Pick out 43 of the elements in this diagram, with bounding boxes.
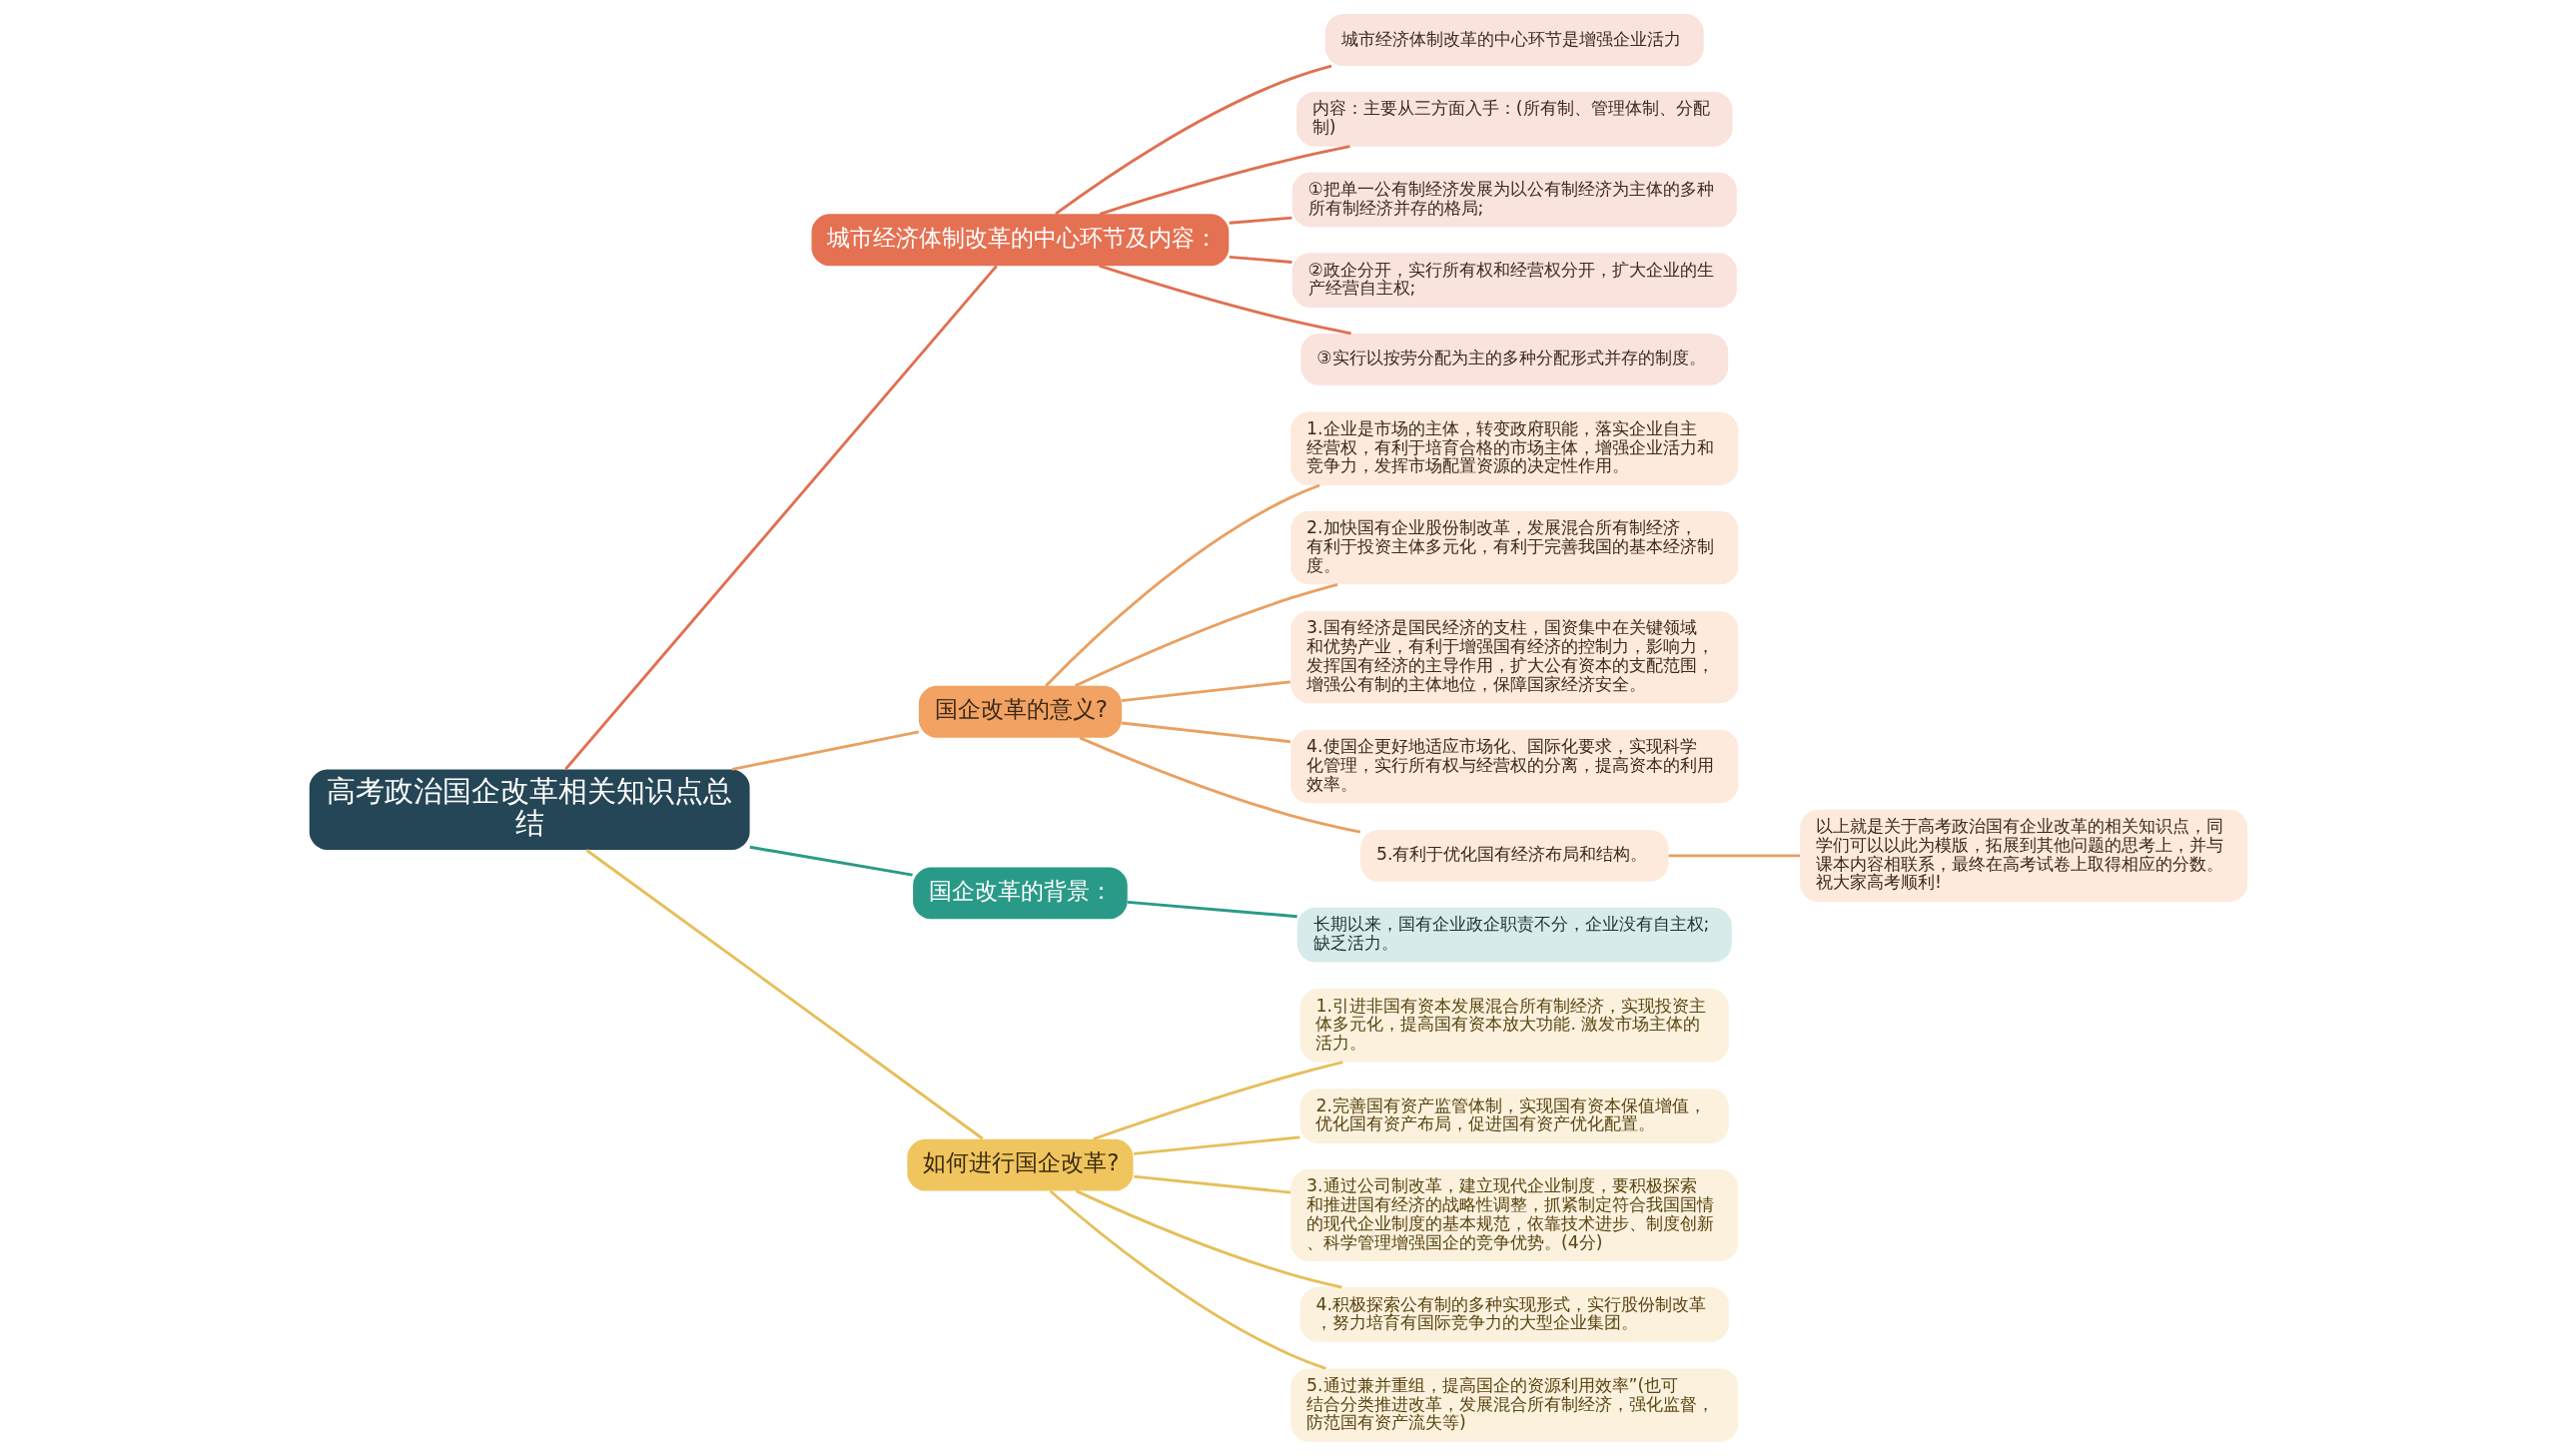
- node-box: 4.使国企更好地适应市场化、国际化要求，实现科学化管理，实行所有权与经营权的分离，提高资本的利用效率。: [1290, 729, 1739, 804]
- connector: [1121, 680, 1291, 703]
- connector: [1099, 264, 1351, 336]
- node-box: 2.加快国有企业股份制改革，发展混合所有制经济，有利于投资主体多元化，有利于完善我国的基本经济制度。: [1290, 510, 1739, 585]
- node-box: 内容：主要从三方面入手：(所有制、管理体制、分配制): [1296, 91, 1733, 147]
- connector: [1055, 64, 1332, 216]
- connector: [1668, 854, 1801, 858]
- node-box: 2.完善国有资产监管体制，实现国有资本保值增值，优化国有资产布局，促进国有资产优化配置。: [1299, 1089, 1729, 1143]
- connector: [1229, 255, 1292, 264]
- connector: [1075, 1189, 1342, 1289]
- node-box: ①把单一公有制经济发展为以公有制经济为主体的多种所有制经济并存的格局;: [1291, 172, 1737, 228]
- connector: [1049, 1189, 1326, 1370]
- connector: [1127, 900, 1297, 919]
- connector: [585, 849, 984, 1140]
- node-box: ③实行以按劳分配为主的多种分配形式并存的制度。: [1300, 333, 1729, 385]
- node-box: 国企改革的意义?: [918, 685, 1122, 738]
- node-box: 城市经济体制改革的中心环节及内容：: [811, 214, 1230, 267]
- node-box: 国企改革的背景：: [913, 867, 1128, 920]
- node-box: 3.通过公司制改革，建立现代企业制度，要积极探索和推进国有经济的战略性调整，抓紧制定符合我国国情的现代企业制度的基本规范，依靠技术进步、制度创新、科学管理增强国企的竞争优势。(4分): [1290, 1168, 1739, 1262]
- node-box: 5.通过兼并重组，提高国企的资源利用效率”(也可结合分类推进改革，发展混合所有制经济，强化监督，防范国有资产流失等): [1290, 1368, 1739, 1442]
- node-box: 如何进行国企改革?: [907, 1138, 1134, 1191]
- node-box: 城市经济体制改革的中心环节是增强企业活力: [1324, 14, 1704, 66]
- node-box: 5.有利于优化国有经济布局和结构。: [1360, 829, 1669, 882]
- connector: [1079, 736, 1361, 834]
- connector: [1074, 582, 1338, 688]
- connector: [749, 845, 913, 877]
- connector: [564, 265, 998, 771]
- node-box: 3.国有经济是国民经济的支柱，国资集中在关键领域和优势产业，有利于增强国有经济的控制力，影响力，发挥国有经济的主导作用，扩大公有资本的支配范围，增强公有制的主体地位，保障国家经济安全。: [1290, 610, 1739, 704]
- node-box: 长期以来，国有企业政企职责不分，企业没有自主权;缺乏活力。: [1296, 907, 1732, 963]
- connector: [1093, 1061, 1343, 1140]
- node-box: 高考政治国企改革相关知识点总结: [309, 769, 750, 851]
- node-box: 1.引进非国有资本发展混合所有制经济，实现投资主体多元化，提高国有资本放大功能. 激发市场主体的活力。: [1299, 989, 1729, 1063]
- node-box: 4.积极探索公有制的多种实现形式，实行股份制改革，努力培育有国际竞争力的大型企业集团。: [1299, 1287, 1729, 1342]
- connector: [1121, 721, 1291, 744]
- node-box: 以上就是关于高考政治国有企业改革的相关知识点，同学们可以以此为模版，拓展到其他问题的思考上，并与课本内容相联系，最终在高考试卷上取得相应的分数。祝大家高考顺利!: [1800, 809, 2248, 902]
- connector: [1133, 1135, 1300, 1155]
- connector: [731, 730, 920, 771]
- node-box: ②政企分开，实行所有权和经营权分开，扩大企业的生产经营自主权;: [1291, 253, 1737, 308]
- connector: [1099, 145, 1350, 216]
- connector: [1229, 216, 1292, 225]
- node-box: 1.企业是市场的主体，转变政府职能，落实企业自主经营权，有利于培育合格的市场主体，增强企业活力和竞争力，发挥市场配置资源的决定性作用。: [1290, 411, 1739, 485]
- connector: [1133, 1174, 1291, 1194]
- connector: [1045, 483, 1320, 687]
